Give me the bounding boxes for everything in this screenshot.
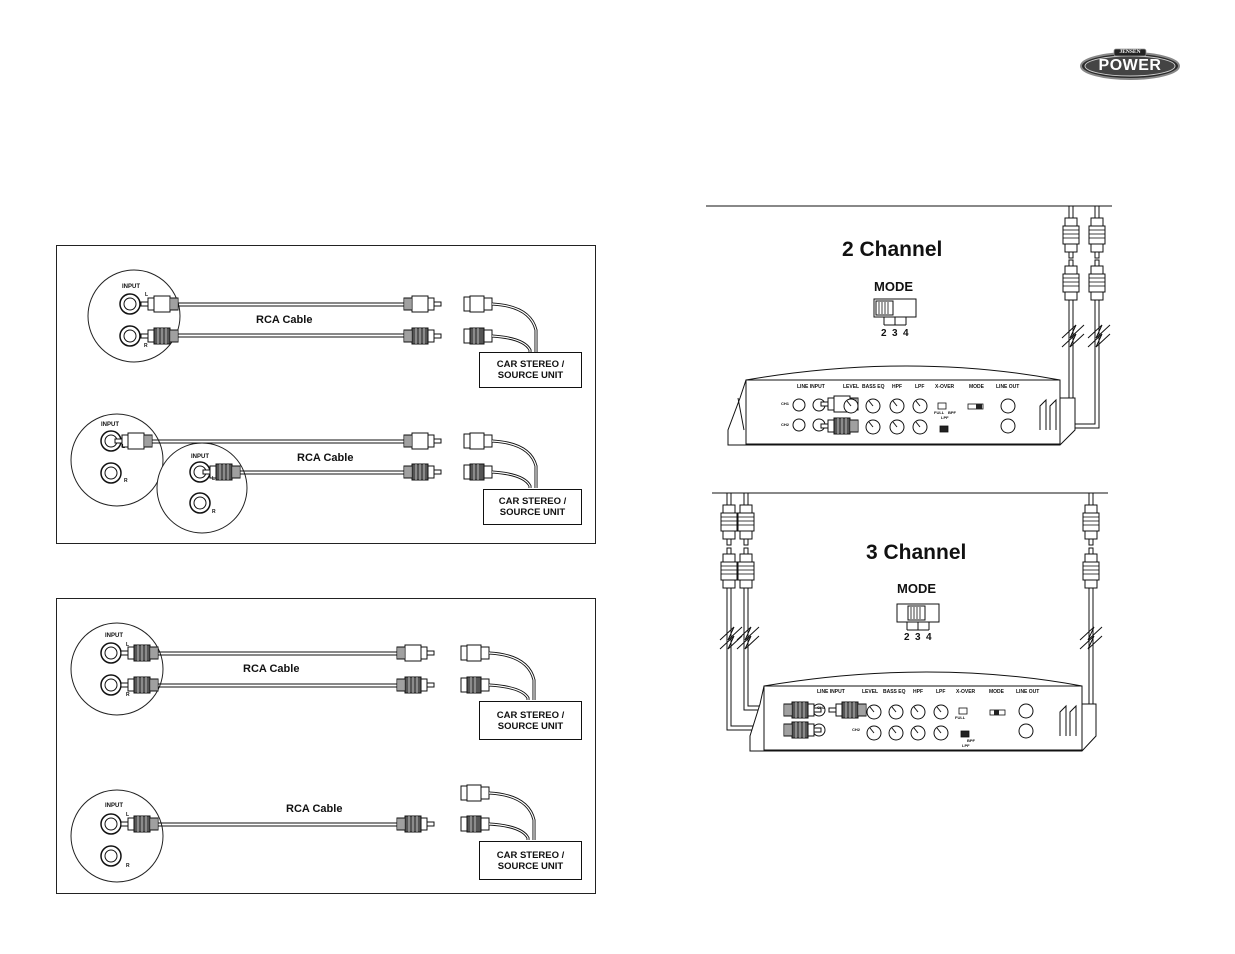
- amp3-ch2-label: CH2: [852, 727, 861, 732]
- panel1-d2-destination-box: CAR STEREO /SOURCE UNIT: [483, 489, 582, 525]
- logo-main-text: POWER: [1098, 57, 1162, 74]
- panel1-d1-r-label: R: [144, 343, 148, 349]
- panel1-d1-l-label: L: [145, 292, 149, 298]
- amp2-lpf-label: LPF: [941, 415, 949, 420]
- destination-line-2: SOURCE UNIT: [497, 860, 564, 872]
- destination-line-1: CAR STEREO /: [496, 359, 565, 370]
- amp2-label-level: LEVEL: [843, 384, 860, 390]
- destination-line-1: CAR STEREO /: [498, 496, 567, 507]
- amp3-label-line-input: LINE INPUT: [817, 689, 845, 695]
- panel1-d1-cable-label: RCA Cable: [256, 314, 313, 326]
- panel2-d2-cable-label: RCA Cable: [286, 803, 343, 815]
- panel1-d2b-input-label: INPUT: [191, 454, 209, 460]
- two-channel-mode-pos-2: 2: [881, 328, 887, 339]
- panel1-d2-l-label: L: [122, 444, 126, 450]
- panel1-d1-input-label: INPUT: [122, 284, 140, 290]
- amp3-ch1-label: CH1: [817, 705, 826, 710]
- panel1-d2b-r-label: R: [212, 509, 216, 515]
- amp3-label-lpf: LPF: [936, 689, 946, 695]
- two-channel-title: 2 Channel: [842, 238, 943, 261]
- three-channel-title: 3 Channel: [866, 541, 967, 564]
- amp2-ch2-label: CH2: [781, 422, 790, 427]
- three-channel-mode-pos-2: 2: [904, 632, 910, 643]
- destination-line-2: SOURCE UNIT: [499, 507, 566, 518]
- amp3-label-line-out: LINE OUT: [1016, 689, 1040, 695]
- amp3-bpf-label: BPF: [967, 738, 975, 743]
- panel1-d2-cable-label: RCA Cable: [297, 452, 354, 464]
- amp2-label-line-input: LINE INPUT: [797, 384, 825, 390]
- three-channel-mode-pos-4: 4: [926, 632, 932, 643]
- amp3-full-label: FULL: [955, 715, 966, 720]
- amp2-label-bass-eq: BASS EQ: [862, 384, 885, 390]
- amp3-lpf-label: LPF: [962, 743, 970, 748]
- amp2-label-lpf: LPF: [915, 384, 925, 390]
- panel2-d2-r-label: R: [126, 863, 130, 869]
- amp2-bpf-label: BPF: [948, 410, 956, 415]
- panel2-d1-l-label: L: [126, 642, 130, 648]
- destination-line-2: SOURCE UNIT: [497, 720, 564, 732]
- amp2-label-mode: MODE: [969, 384, 984, 390]
- two-channel-mode-pos-3: 3: [892, 328, 898, 339]
- jensen-power-logo: JENSEN POWER: [1080, 47, 1180, 81]
- destination-line-1: CAR STEREO /: [496, 709, 565, 721]
- panel1-d1-destination-box: CAR STEREO /SOURCE UNIT: [479, 352, 582, 388]
- three-channel-mode-pos-3: 3: [915, 632, 921, 643]
- amp3-label-bass-eq: BASS EQ: [883, 689, 906, 695]
- panel2-d1-cable-label: RCA Cable: [243, 663, 300, 675]
- destination-line-1: CAR STEREO /: [496, 849, 565, 861]
- panel2-d1-input-label: INPUT: [105, 633, 123, 639]
- amp3-label-x-over: X-OVER: [956, 689, 976, 695]
- amp2-label-line-out: LINE OUT: [996, 384, 1020, 390]
- amp3-label-level: LEVEL: [862, 689, 879, 695]
- panel2-d1-destination-box: CAR STEREO /SOURCE UNIT: [479, 701, 582, 740]
- amp2-label-x-over: X-OVER: [935, 384, 955, 390]
- logo-graphic: [1080, 48, 1180, 80]
- panel2-d1-r-label: R: [126, 692, 130, 698]
- two-channel-mode-pos-4: 4: [903, 328, 909, 339]
- panel1-d2b-l-label: L: [212, 476, 216, 482]
- panel2-d2-l-label: L: [126, 812, 130, 818]
- destination-line-2: SOURCE UNIT: [497, 370, 564, 381]
- logo-top-text: JENSEN: [1119, 49, 1141, 55]
- amp3-label-hpf: HPF: [913, 689, 923, 695]
- three-channel-mode-label: MODE: [897, 581, 936, 596]
- amp3-label-mode: MODE: [989, 689, 1004, 695]
- panel2-d2-destination-box: CAR STEREO /SOURCE UNIT: [479, 841, 582, 880]
- amp2-full-label: FULL: [934, 410, 945, 415]
- amp2-ch1-label: CH1: [781, 401, 790, 406]
- panel1-d2-r-label: R: [124, 478, 128, 484]
- panel2-d2-input-label: INPUT: [105, 803, 123, 809]
- panel1-d2-input-label: INPUT: [101, 422, 119, 428]
- two-channel-mode-label: MODE: [874, 279, 913, 294]
- amp2-label-hpf: HPF: [892, 384, 902, 390]
